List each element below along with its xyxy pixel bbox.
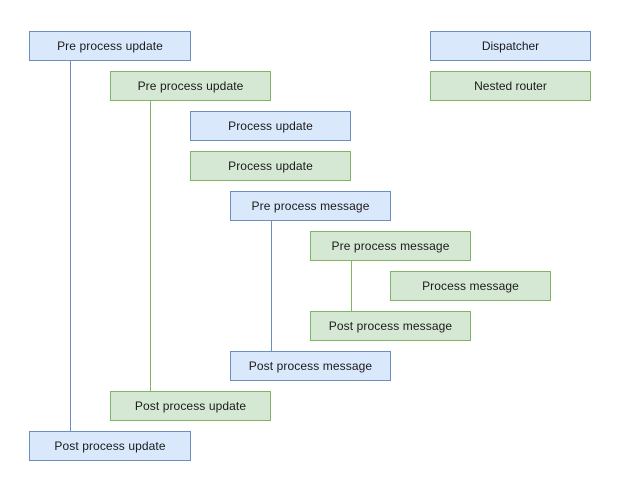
- node-post-process-message-dispatcher[interactable]: Post process message: [230, 351, 391, 381]
- node-process-update-router[interactable]: Process update: [190, 151, 351, 181]
- connector-dispatcher-message-span: [271, 221, 272, 351]
- node-pre-process-message-router[interactable]: Pre process message: [310, 231, 471, 261]
- connector-dispatcher-update-span: [70, 61, 71, 431]
- node-process-update-dispatcher[interactable]: Process update: [190, 111, 351, 141]
- node-pre-process-update-dispatcher[interactable]: Pre process update: [29, 31, 191, 61]
- node-post-process-update-router[interactable]: Post process update: [110, 391, 271, 421]
- legend-item-nested-router[interactable]: Nested router: [430, 71, 591, 101]
- node-pre-process-message-dispatcher[interactable]: Pre process message: [230, 191, 391, 221]
- node-pre-process-update-router[interactable]: Pre process update: [110, 71, 271, 101]
- node-post-process-update-dispatcher[interactable]: Post process update: [29, 431, 191, 461]
- legend-item-dispatcher[interactable]: Dispatcher: [430, 31, 591, 61]
- connector-router-message-span: [351, 261, 352, 311]
- connector-router-update-span: [150, 101, 151, 391]
- node-process-message-router[interactable]: Process message: [390, 271, 551, 301]
- node-post-process-message-router[interactable]: Post process message: [310, 311, 471, 341]
